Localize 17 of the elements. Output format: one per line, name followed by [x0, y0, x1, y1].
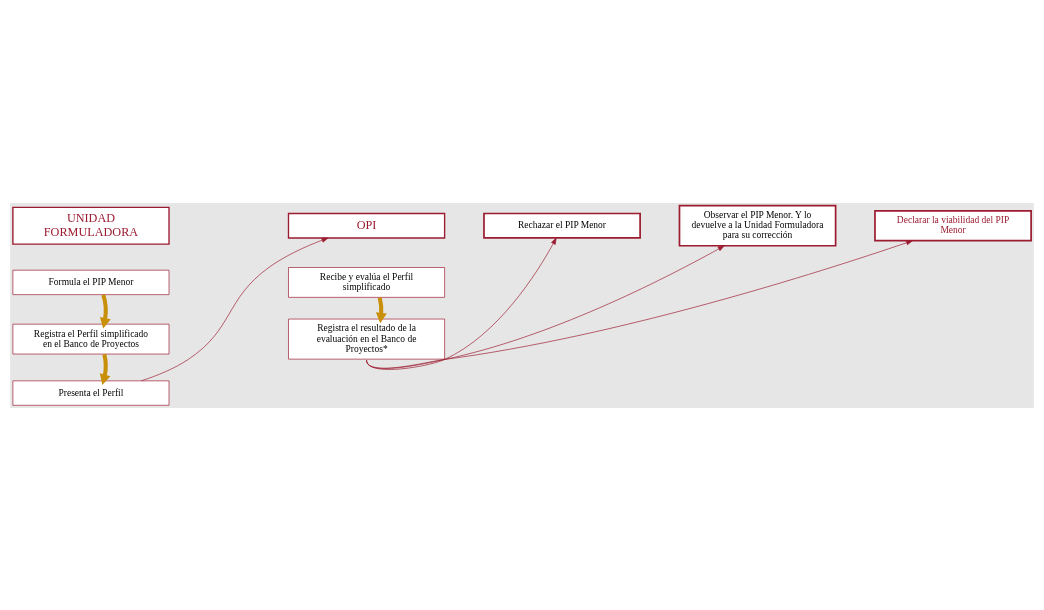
node-box: Formula el PIP Menor: [12, 269, 170, 295]
node-box: Registra el resultado de la evaluación en el Banco de Proyectos*: [288, 318, 445, 359]
arrow: [100, 293, 111, 328]
arrow: [375, 296, 387, 323]
arrow: [366, 244, 725, 369]
node-box: Rechazar el PIP Menor: [483, 212, 641, 239]
node-box: Recibe y evalúa el Perfil simplificado: [288, 266, 445, 298]
arrow: [366, 239, 913, 369]
node-box: OPI: [287, 212, 446, 239]
node-box: Declarar la viabilidad del PIP Menor: [874, 209, 1032, 241]
arrow: [140, 237, 329, 381]
node-box: Observar el PIP Menor. Y lo devuelve a la Unidad Formuladora para su corrección: [678, 204, 837, 247]
node-box: Registra el Perfil simplificado en el Banco de Proyectos: [12, 323, 170, 354]
arrow: [366, 237, 557, 370]
arrow: [99, 353, 111, 385]
node-box: UNIDAD FORMULADORA: [12, 206, 170, 245]
node-box: Presenta el Perfil: [12, 380, 170, 406]
